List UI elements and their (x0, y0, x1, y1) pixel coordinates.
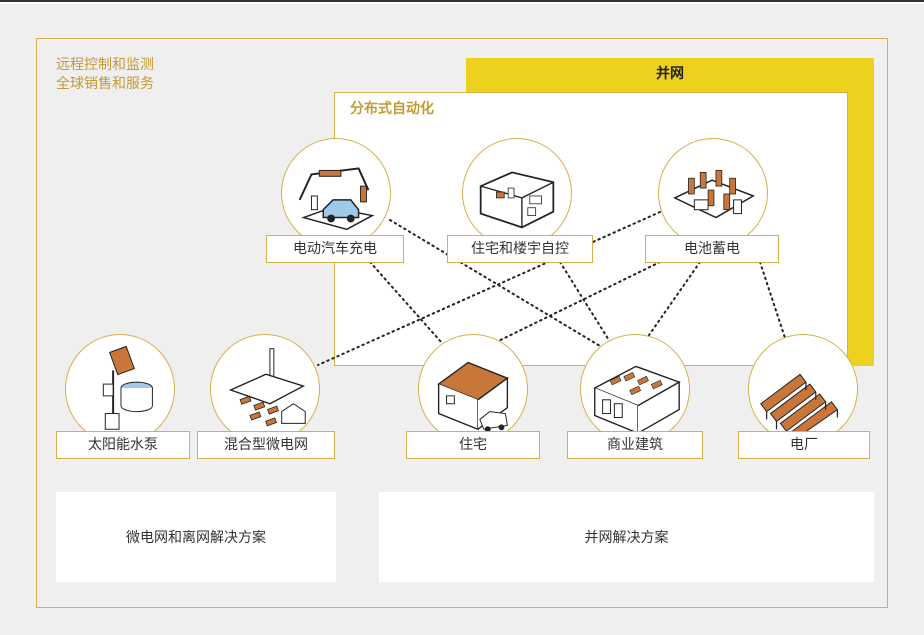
intro-line-service: 全球销售和服务 (56, 76, 154, 92)
residential-label: 住宅 (406, 431, 540, 459)
solar-pump-icon (102, 345, 153, 430)
home-building-circle (462, 138, 572, 248)
power-plant-icon (760, 373, 839, 438)
residential-circle (418, 334, 528, 444)
residential-icon (437, 361, 509, 433)
home-building-label: 住宅和楼宇自控 (447, 235, 593, 263)
grid-title: 并网 (656, 66, 684, 82)
distributed-title: 分布式自动化 (350, 101, 434, 117)
intro-text: 远程控制和监测 全球销售和服务 (56, 56, 154, 94)
grid-solution-text: 并网解决方案 (584, 530, 669, 546)
battery-storage-label: 电池蓄电 (645, 235, 779, 263)
commercial-icon (593, 365, 681, 435)
grid-solution-box: 并网解决方案 (379, 492, 874, 582)
microgrid-solution-box: 微电网和离网解决方案 (56, 492, 336, 582)
microgrid-solution-text: 微电网和离网解决方案 (126, 530, 266, 546)
ev-charging-icon (298, 167, 375, 231)
hybrid-microgrid-label: 混合型微电网 (197, 431, 335, 459)
distributed-box (334, 92, 848, 366)
battery-storage-icon (672, 170, 755, 219)
intro-line-remote: 远程控制和监测 (56, 57, 154, 73)
top-rule (0, 0, 924, 2)
home-building-icon (479, 171, 555, 229)
outer-frame (36, 38, 888, 608)
hybrid-microgrid-icon (228, 348, 306, 427)
ev-charging-label: 电动汽车充电 (266, 235, 404, 263)
commercial-circle (580, 334, 690, 444)
ev-charging-circle (281, 138, 391, 248)
solar-pump-label: 太阳能水泵 (56, 431, 190, 459)
power-plant-label: 电厂 (738, 431, 870, 459)
battery-storage-circle (658, 138, 768, 248)
power-plant-circle (748, 334, 858, 444)
commercial-label: 商业建筑 (567, 431, 703, 459)
solar-pump-circle (65, 334, 175, 444)
hybrid-microgrid-circle (210, 334, 320, 444)
